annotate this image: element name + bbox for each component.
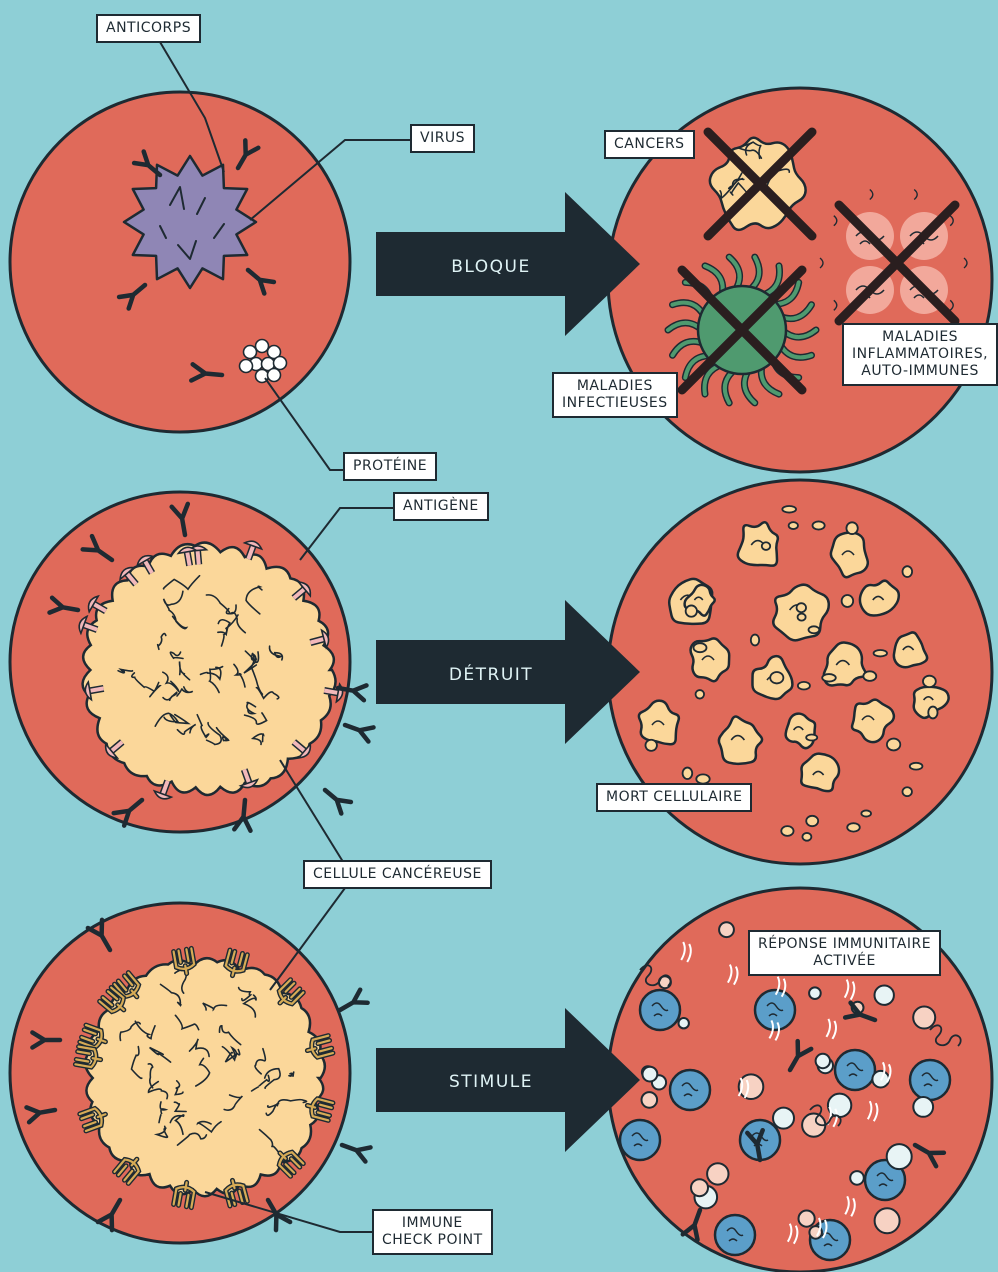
molecule bbox=[816, 1054, 830, 1068]
molecule bbox=[707, 1163, 728, 1184]
label-antigen: ANTIGÈNE bbox=[393, 492, 489, 521]
molecule bbox=[643, 1067, 658, 1082]
antibody bbox=[325, 790, 351, 814]
antibody bbox=[340, 990, 368, 1010]
leader-antigen bbox=[300, 508, 393, 560]
antibody bbox=[345, 725, 374, 742]
label-immune-checkpoint: IMMUNE CHECK POINT bbox=[372, 1209, 493, 1255]
debris bbox=[863, 671, 876, 681]
debris bbox=[770, 672, 783, 683]
debris bbox=[903, 566, 913, 577]
molecule bbox=[913, 1007, 935, 1029]
molecule bbox=[875, 1208, 900, 1233]
debris bbox=[846, 522, 857, 534]
debris bbox=[809, 626, 820, 633]
label-immune-response: RÉPONSE IMMUNITAIRE ACTIVÉE bbox=[748, 930, 941, 976]
debris bbox=[686, 605, 697, 616]
label-infectious-diseases: MALADIES INFECTIEUSES bbox=[552, 372, 678, 418]
immune-cell bbox=[640, 990, 680, 1030]
molecule bbox=[799, 1211, 815, 1227]
debris bbox=[813, 521, 825, 529]
debris bbox=[751, 635, 759, 646]
arrow-label-stimulate: STIMULE bbox=[396, 1072, 586, 1092]
debris bbox=[694, 643, 707, 652]
molecule bbox=[773, 1108, 794, 1129]
debris bbox=[806, 734, 817, 740]
molecule bbox=[642, 1092, 658, 1108]
debris bbox=[874, 650, 887, 656]
molecule bbox=[887, 1144, 912, 1169]
label-antibody: ANTICORPS bbox=[96, 14, 201, 43]
immune-cell bbox=[620, 1120, 660, 1160]
debris bbox=[902, 787, 911, 796]
label-protein: PROTÉINE bbox=[343, 452, 437, 481]
debris bbox=[928, 707, 937, 719]
molecule bbox=[913, 1097, 933, 1117]
debris bbox=[762, 542, 770, 550]
debris bbox=[789, 522, 798, 529]
immune-cell bbox=[755, 990, 795, 1030]
debris bbox=[806, 816, 818, 826]
debris bbox=[683, 768, 693, 779]
molecule bbox=[809, 987, 821, 999]
arrow-label-block: BLOQUE bbox=[396, 257, 586, 277]
debris bbox=[798, 614, 806, 621]
label-cell-death: MORT CELLULAIRE bbox=[596, 783, 752, 812]
debris bbox=[842, 595, 854, 607]
debris bbox=[887, 739, 900, 751]
label-virus: VIRUS bbox=[410, 124, 475, 153]
arrow-label-destroy: DÉTRUIT bbox=[396, 665, 586, 685]
molecule bbox=[691, 1179, 708, 1196]
immune-cell bbox=[715, 1215, 755, 1255]
molecule bbox=[679, 1018, 689, 1028]
immune-cell bbox=[910, 1060, 950, 1100]
debris bbox=[696, 690, 705, 699]
label-cancer-cell: CELLULE CANCÉREUSE bbox=[303, 860, 492, 889]
debris bbox=[797, 603, 806, 612]
debris bbox=[822, 674, 836, 681]
debris bbox=[847, 823, 860, 831]
immune-cell bbox=[835, 1050, 875, 1090]
molecule bbox=[875, 986, 894, 1005]
label-cancers: CANCERS bbox=[604, 130, 695, 159]
debris bbox=[782, 506, 796, 513]
debris bbox=[645, 740, 656, 751]
molecule bbox=[719, 922, 734, 937]
debris bbox=[910, 763, 923, 770]
leader-cancer-cell-top bbox=[280, 760, 345, 865]
debris bbox=[781, 826, 793, 836]
debris bbox=[861, 810, 871, 816]
debris bbox=[802, 833, 811, 841]
antibody bbox=[342, 1145, 371, 1162]
debris bbox=[798, 682, 810, 690]
molecule bbox=[850, 1171, 864, 1185]
label-inflammatory-diseases: MALADIES INFLAMMATOIRES, AUTO-IMMUNES bbox=[842, 323, 998, 386]
immune-cell bbox=[670, 1070, 710, 1110]
debris bbox=[923, 676, 936, 687]
